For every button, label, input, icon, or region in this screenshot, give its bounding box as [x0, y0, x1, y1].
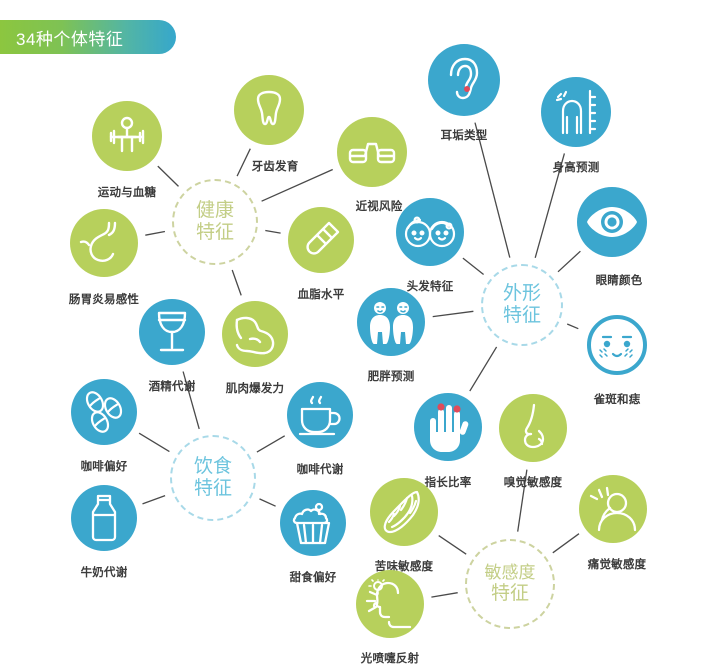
title-banner: 34种个体特征	[0, 20, 176, 54]
wine-glass-icon[interactable]	[139, 299, 205, 365]
node-label-exercise-blood-sugar: 运动与血糖	[97, 187, 157, 199]
hand-icon[interactable]	[414, 393, 482, 461]
glasses-icon[interactable]	[337, 117, 407, 187]
connector-digit-ratio	[469, 346, 498, 392]
connector-milk-metabolism	[142, 494, 166, 505]
hub-label-line: 特征	[490, 582, 529, 604]
connector-muscle-power	[231, 269, 242, 296]
connector-tooth-development	[236, 148, 251, 177]
sneeze-icon[interactable]	[356, 570, 424, 638]
stomach-icon[interactable]	[70, 209, 138, 277]
connector-sweet-preference	[259, 498, 276, 507]
node-label-height-prediction: 身高预测	[552, 162, 600, 174]
hub-label-line: 特征	[502, 305, 541, 326]
connector-pain-sensitivity	[552, 533, 580, 554]
hub-sensitivity[interactable]: 敏感度特征	[465, 539, 555, 629]
hair-faces-icon[interactable]	[396, 198, 464, 266]
connector-hair-traits	[462, 257, 485, 276]
hub-health[interactable]: 健康特征	[172, 179, 258, 265]
node-label-eye-color: 眼睛颜色	[595, 275, 643, 287]
connector-blood-lipid	[265, 229, 281, 234]
node-label-alcohol-metabolism: 酒精代谢	[148, 381, 196, 393]
connector-photic-sneeze	[431, 592, 458, 598]
node-label-obesity-prediction: 肥胖预测	[367, 371, 415, 383]
connector-bitter-sensitivity	[438, 535, 467, 555]
ear-icon[interactable]	[428, 44, 500, 116]
coffee-beans-icon[interactable]	[71, 379, 137, 445]
cupcake-icon[interactable]	[280, 490, 346, 556]
node-label-blood-lipid: 血脂水平	[297, 289, 345, 301]
node-label-sweet-preference: 甜食偏好	[289, 572, 337, 584]
node-label-pain-sensitivity: 痛觉敏感度	[587, 559, 647, 571]
bitter-gourd-icon[interactable]	[370, 478, 438, 546]
node-label-digit-ratio: 指长比率	[424, 477, 472, 489]
weightlifter-icon[interactable]	[92, 101, 162, 171]
node-label-tooth-development: 牙齿发育	[251, 161, 299, 173]
eye-icon[interactable]	[577, 187, 647, 257]
connector-myopia-risk	[261, 168, 333, 202]
node-label-smell-sensitivity: 嗅觉敏感度	[503, 477, 563, 489]
hub-label-line: 特征	[195, 222, 234, 243]
node-label-milk-metabolism: 牛奶代谢	[80, 567, 128, 579]
node-label-caffeine-metabolism: 咖啡代谢	[296, 464, 344, 476]
freckled-face-icon[interactable]	[583, 311, 651, 379]
hub-diet[interactable]: 饮食特征	[170, 435, 256, 521]
node-label-hair-traits: 头发特征	[406, 281, 454, 293]
nose-icon[interactable]	[499, 394, 567, 462]
connector-gastritis	[145, 230, 166, 236]
node-label-freckles-moles: 雀斑和痣	[593, 394, 641, 406]
node-label-gastritis: 肠胃炎易感性	[68, 294, 140, 306]
two-people-icon[interactable]	[357, 288, 425, 356]
hub-label-line: 健康	[195, 199, 234, 221]
height-ruler-icon[interactable]	[541, 77, 611, 147]
node-label-muscle-power: 肌肉爆发力	[225, 383, 285, 395]
connector-obesity-prediction	[432, 310, 474, 318]
node-label-myopia-risk: 近视风险	[355, 201, 403, 213]
hub-appearance[interactable]: 外形特征	[481, 264, 563, 346]
connector-caffeine-metabolism	[256, 435, 286, 453]
hub-label-line: 敏感度	[484, 562, 536, 582]
coffee-cup-icon[interactable]	[287, 382, 353, 448]
node-label-earwax-type: 耳垢类型	[440, 130, 488, 142]
tooth-icon[interactable]	[234, 75, 304, 145]
biceps-icon[interactable]	[222, 301, 288, 367]
connector-eye-color	[557, 250, 581, 273]
connector-freckles-moles	[566, 323, 579, 330]
connector-coffee-preference	[138, 432, 170, 453]
hub-label-line: 特征	[193, 478, 232, 499]
test-tube-icon[interactable]	[288, 207, 354, 273]
hub-label-line: 饮食	[193, 455, 232, 477]
banner-title: 34种个体特征	[16, 29, 124, 49]
connector-exercise-blood-sugar	[157, 165, 179, 187]
node-label-photic-sneeze: 光喷嚏反射	[360, 653, 420, 665]
node-label-coffee-preference: 咖啡偏好	[80, 461, 128, 473]
milk-bottle-icon[interactable]	[71, 485, 137, 551]
pain-head-icon[interactable]	[579, 475, 647, 543]
hub-label-line: 外形	[502, 282, 541, 304]
